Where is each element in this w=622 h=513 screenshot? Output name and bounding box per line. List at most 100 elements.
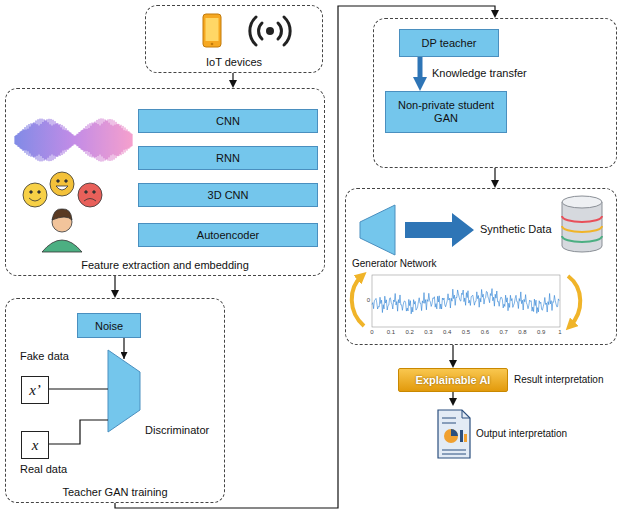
- wave-stroke: [56, 124, 57, 157]
- wave-stroke: [105, 119, 106, 160]
- node-label: Noise: [95, 320, 123, 332]
- wave-stroke: [99, 119, 100, 161]
- wave-stroke: [121, 125, 122, 155]
- process-box: RNN: [138, 146, 318, 170]
- wave-stroke: [78, 134, 79, 146]
- process-box: Autoencoder: [138, 223, 318, 247]
- wave-stroke: [58, 124, 59, 157]
- generator-shape: [360, 205, 395, 255]
- wave-stroke: [19, 133, 20, 147]
- wave-stroke: [50, 124, 51, 155]
- wave-stroke: [77, 134, 78, 146]
- process-box: 3D CNN: [138, 183, 318, 207]
- flow-arrow: [115, 6, 495, 508]
- wave-stroke: [87, 129, 88, 151]
- wave-stroke: [30, 126, 31, 153]
- wave-stroke: [113, 126, 114, 155]
- node-label: Non-private student GAN: [386, 99, 506, 125]
- node-label: CNN: [216, 115, 240, 127]
- axis-tick: 0.1: [387, 329, 395, 335]
- wave-stroke: [32, 124, 33, 155]
- wave-stroke: [75, 136, 76, 145]
- signal-chart: [372, 275, 560, 327]
- flow-arrow: [452, 345, 453, 362]
- wave-stroke: [101, 118, 102, 161]
- axis-tick: 0: [370, 329, 373, 335]
- wave-stroke: [49, 119, 50, 161]
- caption-label: Real data: [20, 463, 67, 475]
- axis-tick: 0.8: [518, 329, 526, 335]
- wave-stroke: [73, 134, 74, 145]
- wave-stroke: [106, 120, 107, 159]
- wave-stroke: [123, 126, 124, 154]
- wave-stroke: [60, 124, 61, 156]
- wave-stroke: [103, 119, 104, 162]
- process-box: DP teacher: [399, 29, 499, 57]
- process-box: CNN: [138, 109, 318, 133]
- data-box: x’: [21, 376, 49, 404]
- wave-stroke: [84, 128, 85, 152]
- caption-label: Fake data: [20, 350, 69, 362]
- wave-stroke: [20, 132, 21, 149]
- wave-stroke: [118, 124, 119, 156]
- wave-stroke: [53, 120, 54, 160]
- wave-stroke: [117, 124, 118, 156]
- process-box: Noise: [77, 313, 141, 338]
- wave-stroke: [66, 128, 67, 152]
- wave-stroke: [79, 132, 80, 148]
- wave-stroke: [80, 132, 81, 148]
- wave-stroke: [34, 122, 35, 158]
- wave-stroke: [126, 131, 127, 149]
- wave-stroke: [85, 129, 86, 151]
- wave-stroke: [27, 125, 28, 154]
- wave-stroke: [29, 124, 30, 156]
- group-title: IoT devices: [146, 56, 322, 68]
- wave-stroke: [45, 120, 46, 159]
- wave-stroke: [122, 128, 123, 152]
- node-label: DP teacher: [422, 37, 477, 49]
- axis-tick: 0: [367, 297, 370, 303]
- wave-stroke: [42, 119, 43, 162]
- wave-stroke: [88, 124, 89, 155]
- wave-stroke: [108, 119, 109, 160]
- wave-stroke: [102, 124, 103, 157]
- wave-stroke: [41, 124, 42, 156]
- wave-stroke: [96, 123, 97, 157]
- wave-stroke: [95, 122, 96, 159]
- database-icon: [562, 196, 602, 252]
- wave-stroke: [59, 125, 60, 155]
- wave-stroke: [62, 125, 63, 155]
- wave-stroke: [38, 119, 39, 160]
- wave-stroke: [111, 125, 112, 156]
- wave-stroke: [43, 122, 44, 158]
- wave-stroke: [54, 124, 55, 155]
- wave-stroke: [18, 133, 19, 146]
- wave-stroke: [22, 131, 23, 150]
- wave-stroke: [40, 119, 41, 162]
- flow-arrow: [494, 168, 495, 182]
- wave-stroke: [70, 132, 71, 148]
- wave-stroke: [52, 126, 53, 155]
- axis-tick: 0.2: [405, 329, 413, 335]
- wave-stroke: [115, 125, 116, 156]
- wave-stroke: [24, 130, 25, 150]
- wave-stroke: [83, 130, 84, 151]
- wave-stroke: [47, 119, 48, 160]
- wave-stroke: [16, 135, 17, 145]
- group-title: Teacher GAN training: [6, 486, 224, 498]
- wave-stroke: [15, 136, 16, 144]
- wave-stroke: [74, 136, 75, 145]
- wave-stroke: [68, 130, 69, 150]
- wave-stroke: [114, 120, 115, 159]
- node-label: Output interpretation: [476, 428, 567, 439]
- wave-stroke: [86, 126, 87, 154]
- wave-stroke: [112, 119, 113, 160]
- node-label: Autoencoder: [197, 229, 259, 241]
- wave-stroke: [21, 131, 22, 149]
- discriminator-shape: [108, 350, 140, 432]
- axis-tick: 0.6: [481, 329, 489, 335]
- wave-stroke: [124, 130, 125, 150]
- wave-stroke: [76, 135, 77, 145]
- axis-tick: 0.9: [537, 329, 545, 335]
- axis-tick: 0.5: [462, 329, 470, 335]
